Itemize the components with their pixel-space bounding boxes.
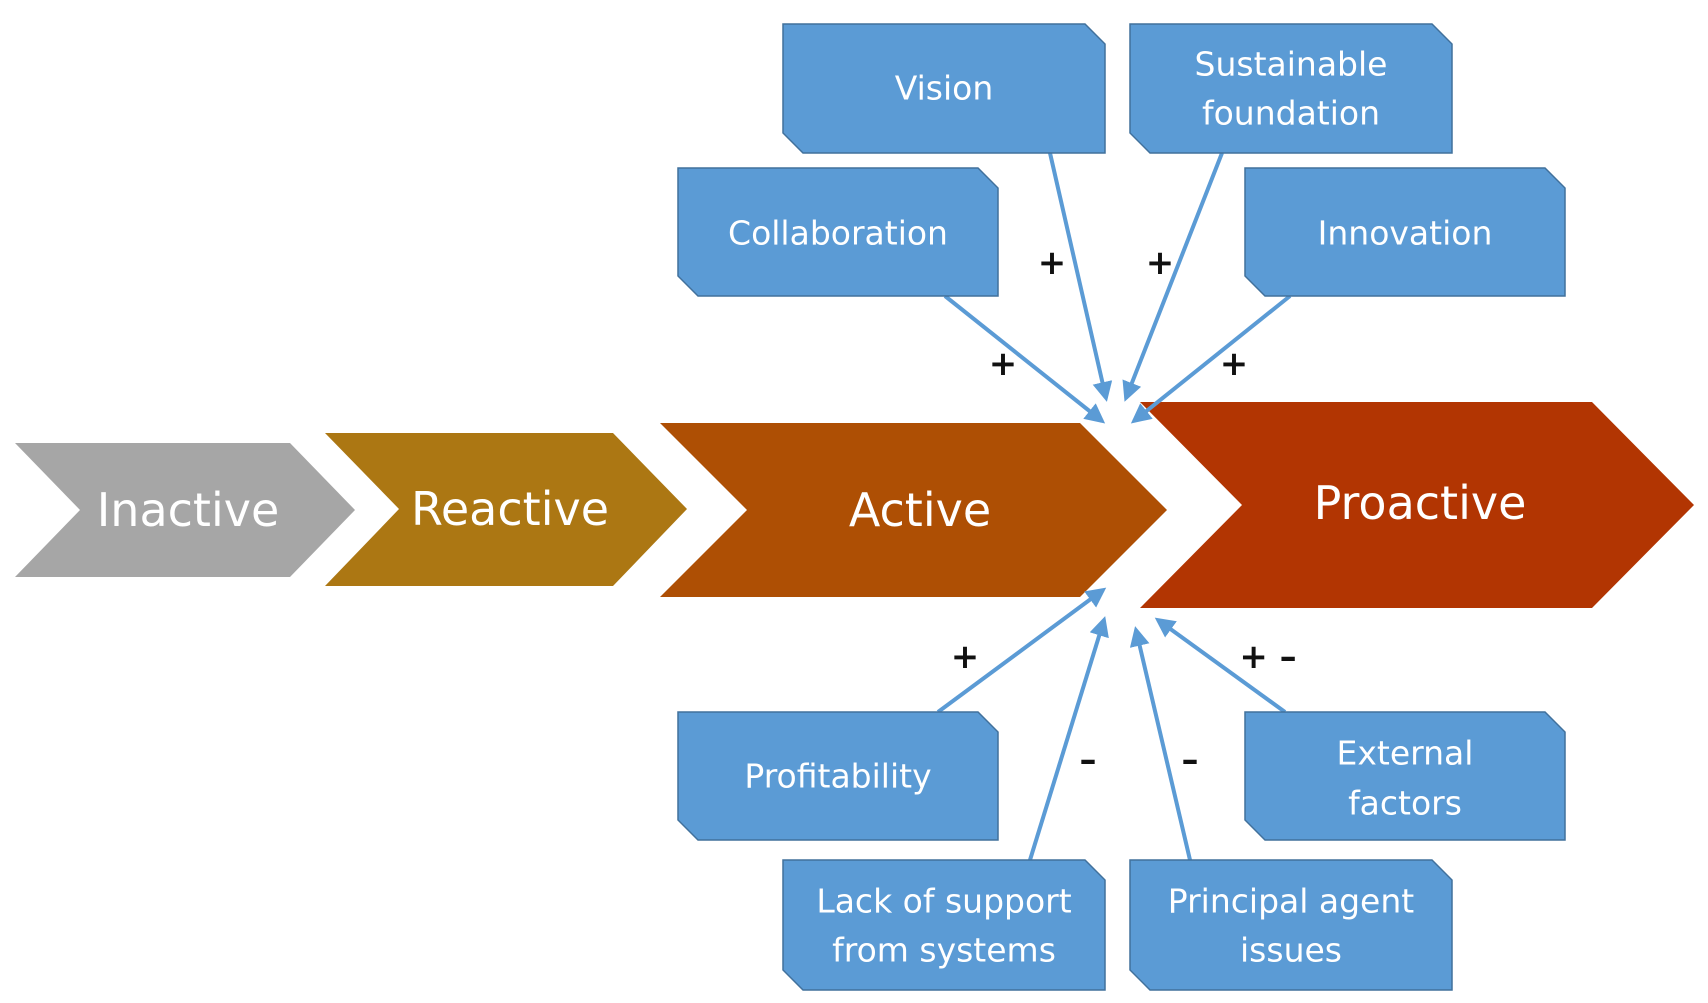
stage-chevron-reactive (325, 433, 687, 586)
factor-label-principal-line2: issues (1240, 931, 1342, 970)
factor-box-collaboration (677, 167, 999, 297)
stage-chevron-inactive (15, 443, 355, 577)
factor-label-lack-line2: from systems (832, 931, 1056, 970)
factor-label-sustainable-line2: foundation (1202, 94, 1380, 133)
sign-lack-of-support: – (1080, 740, 1097, 780)
factor-label-collaboration: Collaboration (728, 214, 948, 253)
factor-box-sustainable-foundation (1129, 23, 1453, 154)
stage-chevrons: Inactive Reactive Active Proactive (15, 402, 1694, 608)
arrow-innovation (1130, 294, 1292, 424)
arrow-external-factors (1154, 617, 1287, 714)
arrow-lack-of-support (1028, 616, 1109, 861)
factor-label-external-line1: External (1337, 734, 1474, 773)
factor-boxes: Vision Sustainable foundation Collaborat… (677, 23, 1566, 991)
sign-collaboration: + (989, 344, 1018, 384)
stage-label-inactive: Inactive (97, 483, 280, 537)
stage-chevron-proactive (1140, 402, 1694, 608)
factor-arrows (936, 152, 1292, 861)
arrow-collaboration (943, 294, 1106, 424)
factor-label-vision: Vision (895, 69, 993, 108)
factor-box-lack-of-support (782, 859, 1106, 991)
arrow-sustainable-foundation (1122, 152, 1224, 402)
factor-label-innovation: Innovation (1318, 214, 1493, 253)
factor-label-external-line2: factors (1348, 784, 1462, 823)
sign-principal-agent: – (1182, 740, 1199, 780)
arrow-profitability (936, 587, 1107, 714)
sign-innovation: + (1220, 344, 1249, 384)
factor-label-lack-line1: Lack of support (816, 882, 1071, 921)
stage-label-reactive: Reactive (411, 482, 609, 536)
factor-label-sustainable-line1: Sustainable (1195, 45, 1388, 84)
stage-label-proactive: Proactive (1314, 476, 1527, 530)
factor-box-external-factors (1244, 711, 1566, 841)
stage-label-active: Active (849, 483, 991, 537)
arrow-vision (1048, 152, 1113, 402)
sign-sustainable-foundation: + (1146, 243, 1175, 283)
sign-vision: + (1038, 243, 1067, 283)
sign-external-factors: + – (1239, 637, 1296, 677)
influence-signs: + + + + + + – – – (951, 243, 1297, 780)
factor-box-innovation (1244, 167, 1566, 297)
arrow-principal-agent (1129, 626, 1192, 861)
factor-box-profitability (677, 711, 999, 841)
factor-box-vision (782, 23, 1106, 154)
factor-label-principal-line1: Principal agent (1168, 882, 1414, 921)
factor-label-profitability: Profitability (744, 757, 931, 796)
factor-box-principal-agent (1129, 859, 1453, 991)
stage-chevron-active (660, 423, 1167, 597)
sign-profitability: + (951, 637, 980, 677)
